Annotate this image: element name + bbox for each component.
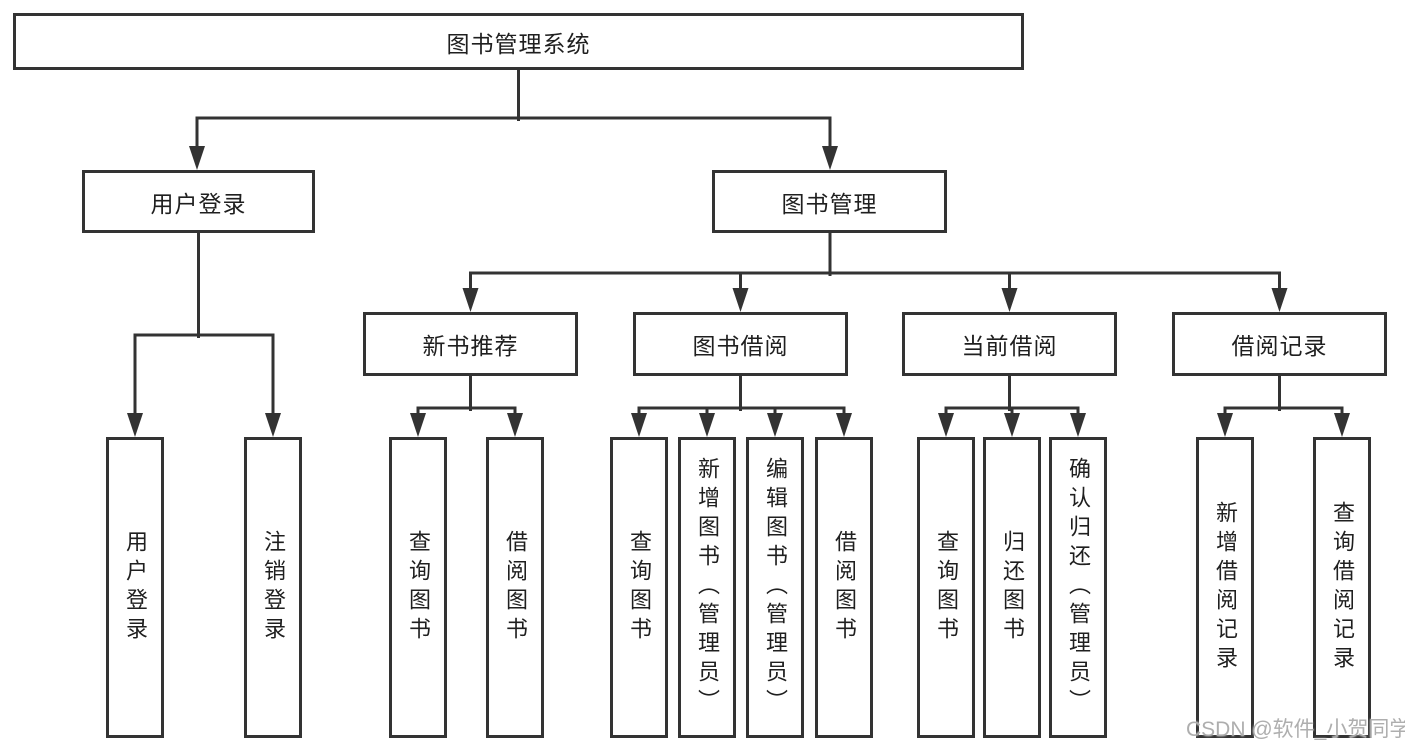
- node-library-management-system: 图书管理系统: [13, 13, 1024, 70]
- leaf-confirm-return-admin: 确认归还（管理员）: [1049, 437, 1107, 738]
- leaf-label: 查询图书: [934, 529, 959, 646]
- leaf-add-borrow-record: 新增借阅记录: [1196, 437, 1254, 738]
- node-label: 图书借阅: [692, 333, 789, 359]
- leaf-query-books: 查询图书: [917, 437, 975, 738]
- leaf-label: 借阅图书: [832, 529, 857, 646]
- leaf-label: 新增图书（管理员）: [695, 457, 720, 718]
- leaf-borrow-books: 借阅图书: [486, 437, 544, 738]
- node-book-borrowing: 图书借阅: [633, 312, 848, 376]
- leaf-label: 归还图书: [1000, 529, 1025, 646]
- leaf-add-book-admin: 新增图书（管理员）: [678, 437, 736, 738]
- leaf-label: 用户登录: [123, 529, 148, 646]
- node-borrowing-records: 借阅记录: [1172, 312, 1387, 376]
- leaf-label: 查询图书: [627, 529, 652, 646]
- leaf-label: 新增借阅记录: [1213, 500, 1238, 675]
- node-book-management: 图书管理: [712, 170, 947, 233]
- node-current-borrowing: 当前借阅: [902, 312, 1117, 376]
- node-new-book-recommendation: 新书推荐: [363, 312, 578, 376]
- leaf-query-books: 查询图书: [610, 437, 668, 738]
- node-label: 图书管理系统: [446, 30, 591, 57]
- leaf-borrow-books: 借阅图书: [815, 437, 873, 738]
- node-user-login: 用户登录: [82, 170, 315, 233]
- leaf-label: 查询图书: [406, 529, 431, 646]
- leaf-label: 查询借阅记录: [1330, 500, 1355, 675]
- leaf-return-books: 归还图书: [983, 437, 1041, 738]
- leaf-query-books: 查询图书: [389, 437, 447, 738]
- node-label: 当前借阅: [961, 333, 1058, 359]
- node-label: 图书管理: [781, 190, 878, 217]
- node-label: 借阅记录: [1231, 333, 1328, 359]
- csdn-watermark: CSDN @软件_小贺同学: [1186, 718, 1405, 741]
- leaf-label: 确认归还（管理员）: [1066, 457, 1091, 718]
- leaf-logout: 注销登录: [244, 437, 302, 738]
- leaf-edit-book-admin: 编辑图书（管理员）: [746, 437, 804, 738]
- leaf-label: 编辑图书（管理员）: [763, 457, 788, 718]
- leaf-label: 注销登录: [261, 529, 286, 646]
- node-label: 用户登录: [150, 190, 247, 217]
- leaf-label: 借阅图书: [503, 529, 528, 646]
- node-label: 新书推荐: [422, 333, 519, 359]
- leaf-user-login: 用户登录: [106, 437, 164, 738]
- leaf-query-borrow-record: 查询借阅记录: [1313, 437, 1371, 738]
